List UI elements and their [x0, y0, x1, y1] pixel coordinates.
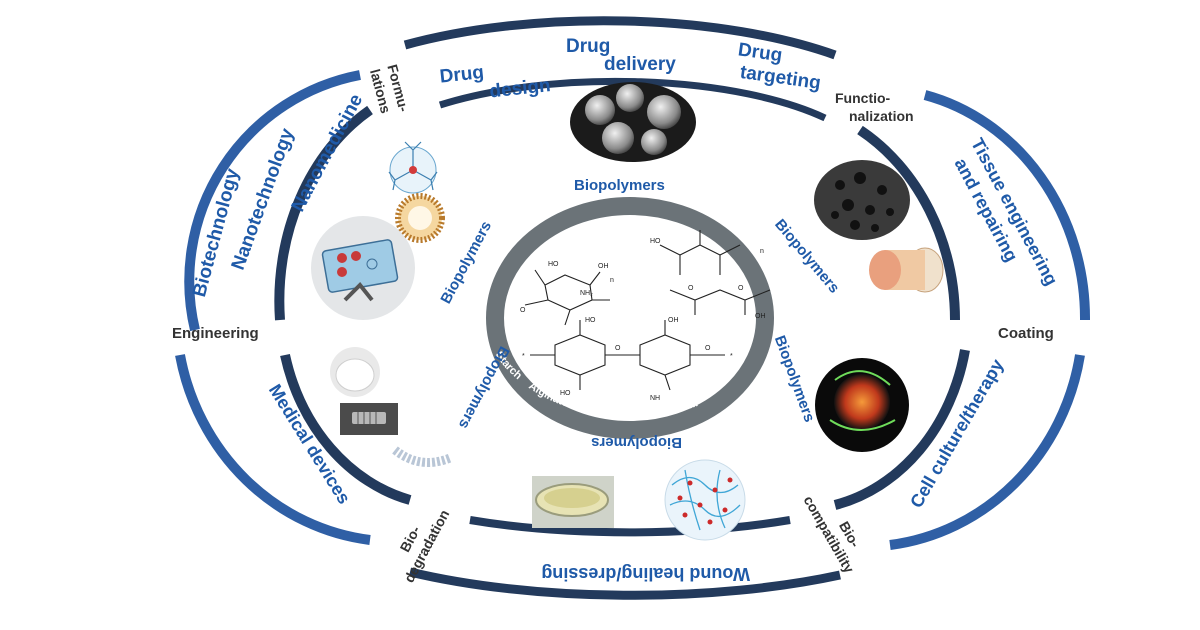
drug-delivery-label: Drug delivery — [566, 36, 676, 75]
svg-text:O: O — [705, 345, 711, 352]
svg-text:O: O — [615, 345, 621, 352]
svg-text:O: O — [738, 285, 744, 292]
biopolymers-label-left: Biopolymers — [437, 218, 495, 306]
svg-text:OH: OH — [755, 313, 766, 320]
biopolymers-label-bottom-left: Biopolymers — [455, 343, 513, 431]
capsule-icon — [330, 347, 380, 397]
svg-text:HO: HO — [548, 261, 559, 268]
biopolymers-label-right: Biopolymers — [771, 333, 818, 424]
medical-devices-label: Medical devices — [265, 381, 355, 508]
svg-text:OH: OH — [598, 263, 609, 270]
chemical-structures: HO OH NH₂ O n HO O O OH n HO OH HO NH O … — [520, 230, 771, 402]
biodegradation-label: Bio- degradation — [385, 498, 453, 585]
tissue-engineering-label: Tissue engineering and repairing — [946, 135, 1064, 305]
dendrimer-icon — [388, 141, 438, 194]
inner-ring: Polyanhydrides Polyesters Polyurethanes … — [486, 169, 817, 439]
svg-text:HO: HO — [585, 317, 596, 324]
svg-text:n: n — [760, 248, 764, 255]
stent-icon — [392, 446, 452, 467]
cell-fluorescence-icon — [815, 358, 909, 452]
middle-ring — [274, 77, 970, 537]
coating-label: Coating — [998, 325, 1054, 342]
svg-text:O: O — [688, 285, 694, 292]
svg-text:O: O — [520, 307, 526, 314]
microspheres-icon — [570, 82, 696, 162]
petri-dish-icon — [532, 476, 614, 528]
biopolymers-label-top: Biopolymers — [574, 177, 665, 194]
microneedle-patch-icon — [311, 216, 415, 320]
svg-text:NH₂: NH₂ — [580, 290, 593, 297]
porous-scaffold-icon — [814, 160, 910, 240]
hydrogel-network-icon — [664, 459, 746, 541]
svg-text:HO: HO — [560, 390, 571, 397]
wound-healing-label: Wound healing/dressing — [541, 564, 750, 584]
micelle-icon — [395, 193, 445, 243]
svg-text:n: n — [610, 277, 614, 284]
svg-text:*: * — [730, 353, 733, 360]
svg-text:NH: NH — [650, 395, 660, 402]
tissue-plug-icon — [865, 232, 944, 308]
svg-text:HO: HO — [650, 238, 661, 245]
nanomedicine-label: Nanomedicine — [288, 91, 368, 216]
engineering-label: Engineering — [172, 325, 259, 342]
functionalization-label: Functio- nalization — [835, 90, 914, 124]
bone-screw-icon — [340, 403, 398, 435]
formulations-label: Formu- lations — [367, 63, 413, 122]
outer-ring — [175, 16, 1091, 600]
svg-text:*: * — [522, 353, 525, 360]
biopolymers-label-bottom: Biopolymers — [591, 434, 682, 451]
svg-text:OH: OH — [668, 317, 679, 324]
